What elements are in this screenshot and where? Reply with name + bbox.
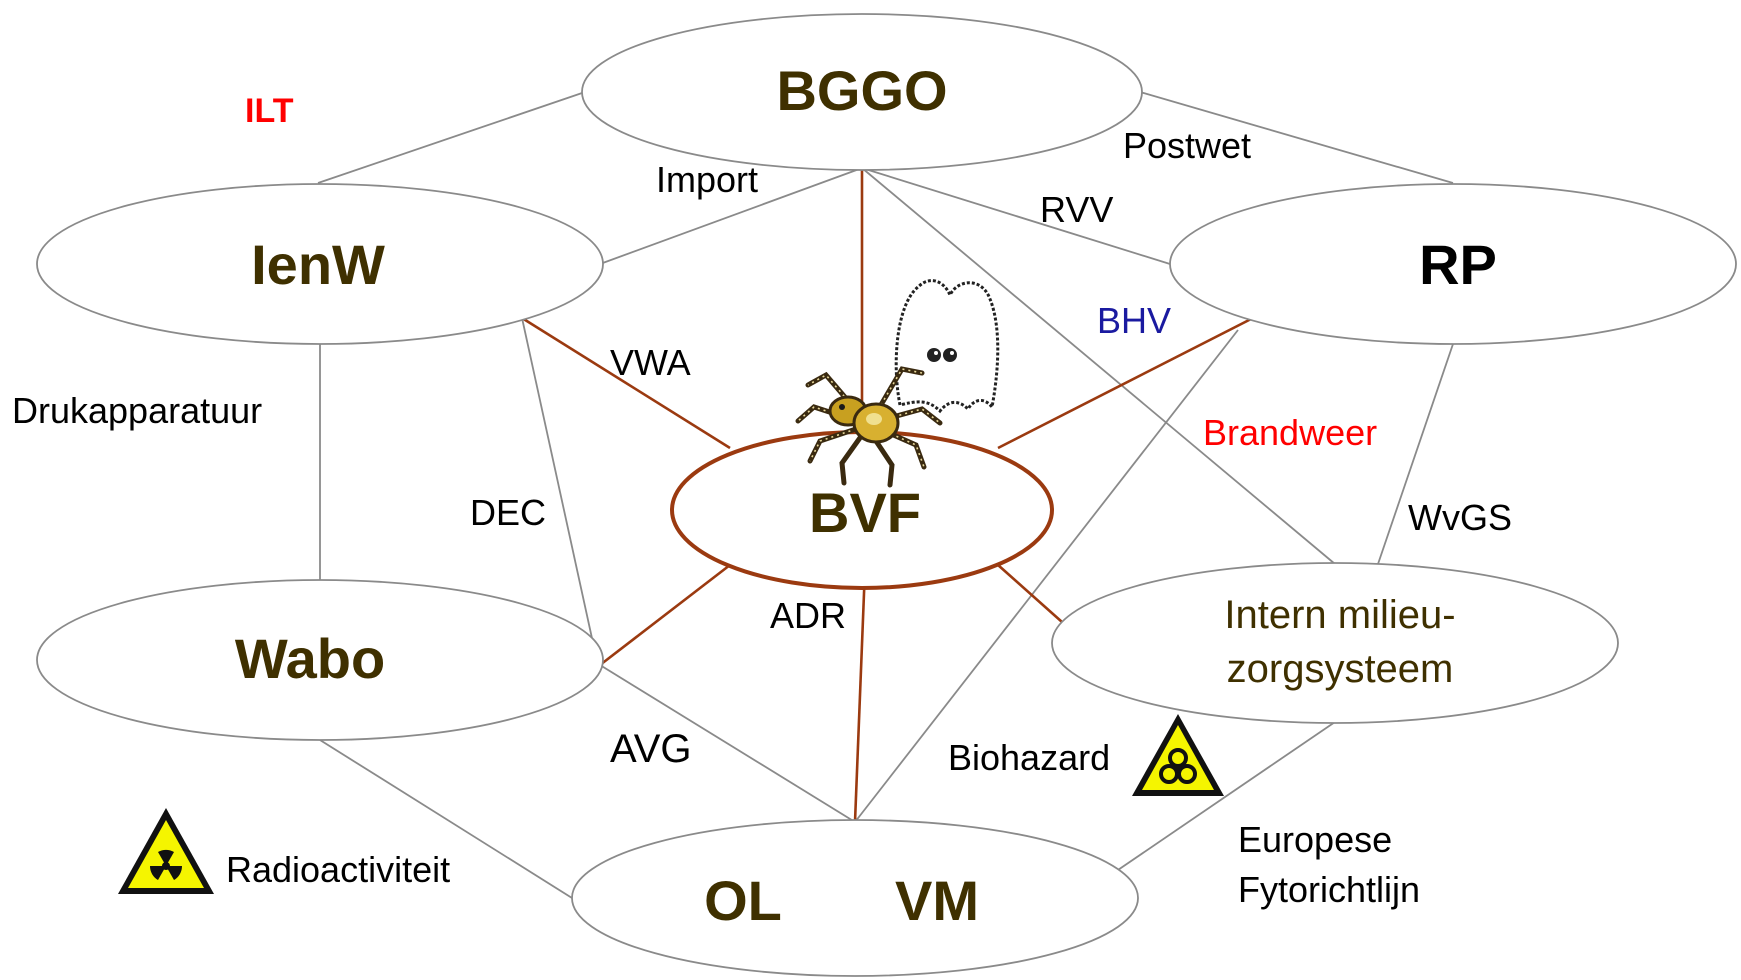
label-import: Import xyxy=(656,159,758,200)
label-adr: ADR xyxy=(770,595,846,636)
edge-ienw-ol-dec xyxy=(521,317,596,653)
node-ol-vm xyxy=(571,819,1139,977)
node-vm-label: VM xyxy=(895,869,979,932)
label-europese-line2: Fytorichtlijn xyxy=(1238,869,1420,910)
label-bhv: BHV xyxy=(1097,300,1171,341)
node-rp-label: RP xyxy=(1419,233,1497,296)
node-wabo-label: Wabo xyxy=(235,627,385,690)
edge-wabo-ol-radio xyxy=(319,739,573,899)
label-wvgs: WvGS xyxy=(1408,497,1512,538)
edge-rp-ol-biohazard xyxy=(854,329,1239,823)
edge-bvf-wabo xyxy=(599,563,731,667)
edge-bggo-ienw-import xyxy=(599,167,863,265)
biohazard-warning-icon xyxy=(1132,714,1224,796)
node-ienw-label: IenW xyxy=(251,233,385,296)
spider-icon xyxy=(795,366,943,488)
edge-bggo-ienw xyxy=(317,91,586,184)
edge-bvf-rp xyxy=(997,316,1254,450)
label-vwa: VWA xyxy=(610,342,691,383)
edge-rp-intern-wvgs xyxy=(1377,343,1454,565)
label-dec: DEC xyxy=(470,492,546,533)
gray-edges xyxy=(317,91,1454,899)
nodes xyxy=(36,13,1737,977)
label-europese-line1: Europese xyxy=(1238,819,1392,860)
node-titles: BGGO IenW RP BVF Wabo Intern milieu- zor… xyxy=(235,59,1497,932)
edge-bvf-ol xyxy=(853,567,867,823)
node-wabo xyxy=(36,579,604,741)
edge-bggo-intern xyxy=(861,167,1336,565)
label-postwet: Postwet xyxy=(1123,125,1251,166)
node-bggo xyxy=(581,13,1143,171)
edge-bggo-rp xyxy=(1139,91,1454,184)
label-ilt: ILT xyxy=(245,92,294,130)
edge-labels: ILT Import Postwet RVV BHV VWA Brandweer… xyxy=(12,92,1512,910)
label-biohazard: Biohazard xyxy=(948,737,1110,778)
edge-intern-ol-europese xyxy=(1114,721,1336,873)
edge-bvf-intern xyxy=(997,564,1063,623)
node-bggo-label: BGGO xyxy=(776,59,947,122)
label-brandweer: Brandweer xyxy=(1203,412,1377,453)
edge-wabo-ol-avg xyxy=(599,664,856,823)
node-ienw xyxy=(36,183,604,345)
node-intern-label-line1: Intern milieu- xyxy=(1224,593,1455,637)
node-bvf-label: BVF xyxy=(809,481,921,544)
label-rvv: RVV xyxy=(1040,189,1113,230)
edge-bvf-ienw xyxy=(521,316,731,450)
label-avg: AVG xyxy=(610,727,692,771)
radiation-warning-icon xyxy=(118,808,214,894)
label-drukapparatuur: Drukapparatuur xyxy=(12,390,262,431)
node-ol-label: OL xyxy=(704,869,782,932)
node-intern xyxy=(1051,562,1619,724)
label-radioactiviteit: Radioactiviteit xyxy=(226,849,450,890)
node-rp xyxy=(1169,183,1737,345)
edge-bggo-rp-rvv xyxy=(861,167,1171,265)
red-edges xyxy=(521,168,1254,823)
node-intern-label-line2: zorgsysteem xyxy=(1227,647,1454,691)
ghost-icon xyxy=(894,279,1000,414)
